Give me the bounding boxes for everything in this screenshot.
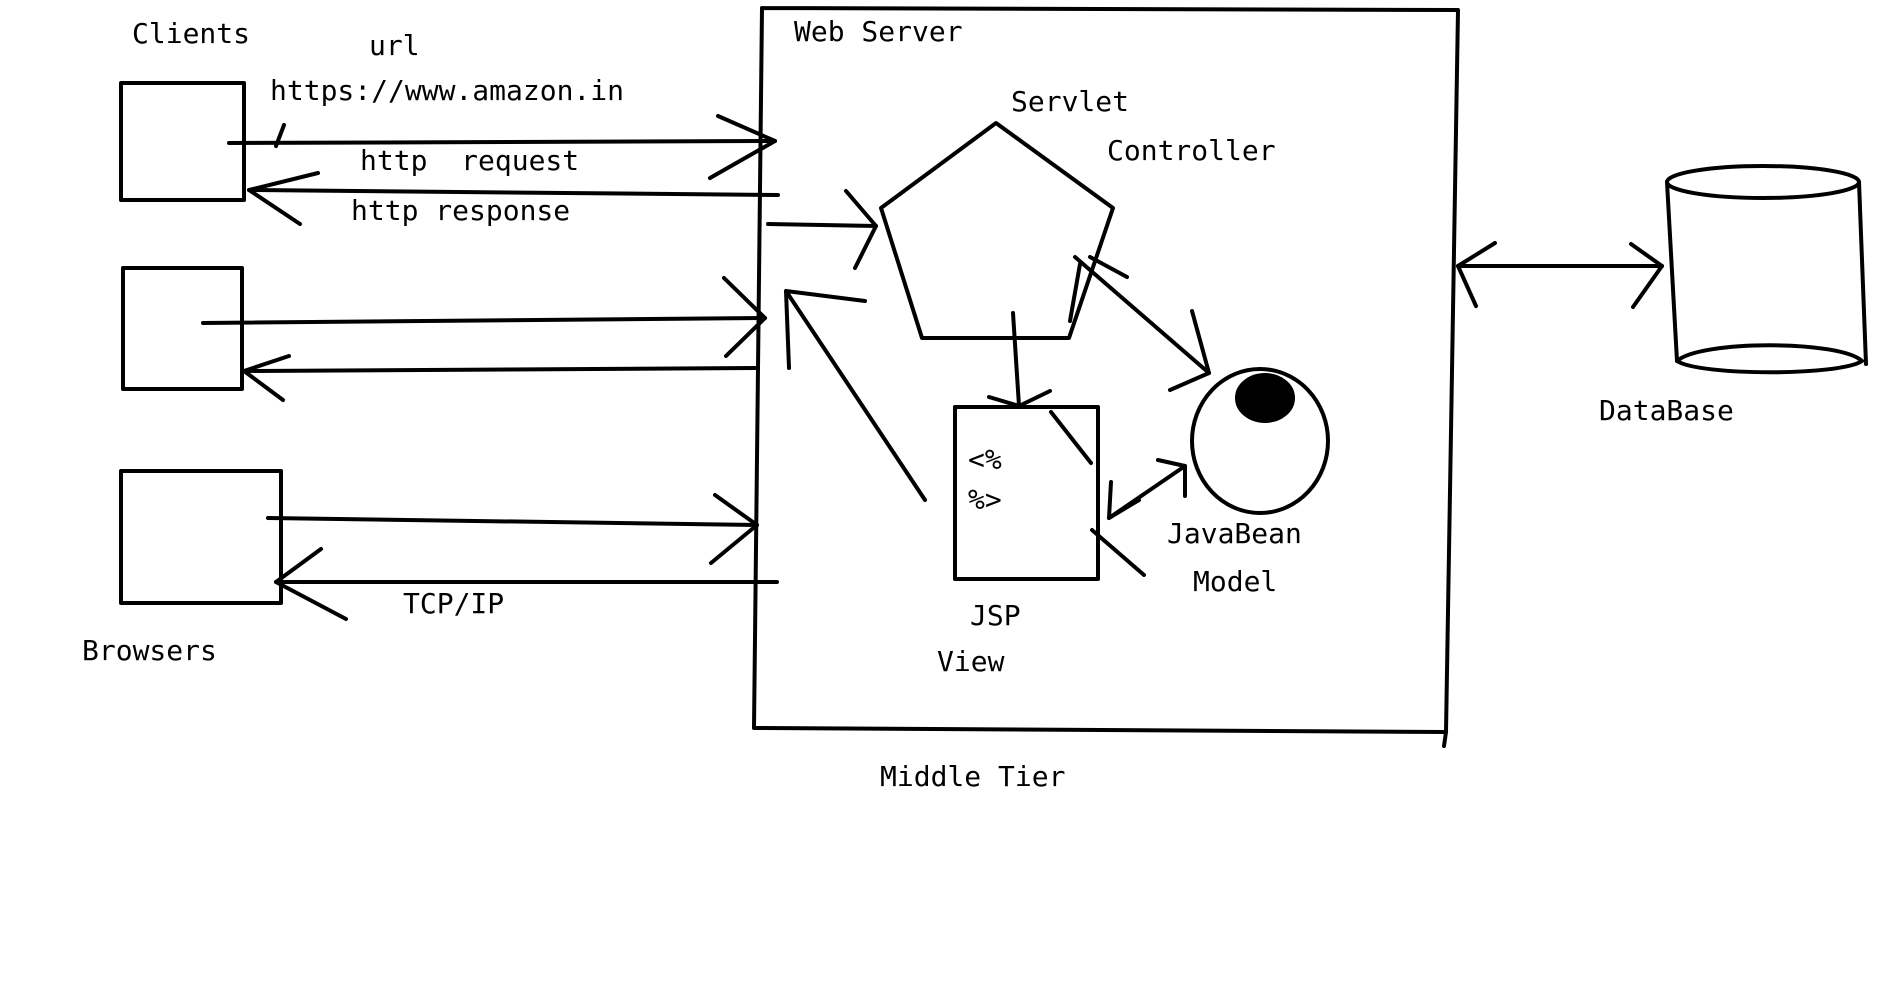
jsp-page-box [953,405,1100,581]
database-label: DataBase [1599,394,1734,427]
jsp-bean-arrowhead-left [1107,480,1141,520]
request-arrowhead-1 [708,114,777,180]
http-response-label: http response [351,194,571,227]
request-arrow-2 [201,316,767,325]
client-box-1 [119,81,246,202]
client-box-3 [119,469,283,605]
server-db-arrowhead-left [1456,241,1497,308]
database-cylinder-left [1665,180,1679,363]
jsp-tag-close: %> [968,483,1002,516]
jsp-tag-open: <% [968,443,1002,476]
database-cylinder-right [1857,180,1868,366]
view-label: View [937,645,1005,678]
url-slash-mark [274,123,286,148]
database-cylinder-bottom [1675,343,1864,375]
into-servlet-arrowhead [844,189,878,270]
response-arrow-2 [242,366,758,373]
servlet-to-bean-arrowhead [1168,309,1211,392]
request-arrowhead-2 [722,276,767,358]
jsp-to-server-arrow [784,289,927,502]
server-db-arrowhead-right [1629,242,1664,309]
browsers-label: Browsers [82,634,217,667]
into-servlet-arrow [766,222,878,228]
javabean-circle [1190,367,1330,515]
middle-tier-label: Middle Tier [880,760,1066,793]
web-server-label: Web Server [794,15,963,48]
url-value-label: https://www.amazon.in [270,74,625,107]
database-cylinder-top [1665,164,1861,200]
jsp-side-mark [1090,528,1146,577]
servlet-to-jsp-arrow [1011,311,1021,408]
response-arrowhead-1 [247,171,320,226]
http-request-label: http request [360,144,580,177]
response-arrowhead-2 [242,354,291,402]
clients-label: Clients [132,17,251,50]
javabean-dot-icon [1235,373,1295,423]
servlet-tick-1 [1088,255,1129,279]
web-server-box-corner [1442,730,1448,748]
jsp-fold-mark [1049,410,1093,465]
servlet-pentagon [879,121,1115,340]
request-arrowhead-3 [709,493,759,565]
model-label: Model [1193,565,1278,598]
response-arrow-1 [247,188,780,197]
controller-label: Controller [1107,134,1276,167]
servlet-label: Servlet [1011,85,1130,118]
servlet-tick-2 [1068,262,1082,323]
request-arrow-1 [227,139,777,145]
jsp-bean-arrowhead-right [1156,458,1187,498]
javabean-label: JavaBean [1167,517,1302,550]
response-arrowhead-3 [274,547,348,621]
url-label: url [369,29,420,62]
client-box-2 [121,266,244,391]
request-arrow-3 [266,516,759,527]
jsp-to-server-arrowhead [784,289,867,370]
tcp-ip-label: TCP/IP [403,587,505,620]
jsp-label: JSP [970,599,1021,632]
servlet-to-bean-arrow [1073,255,1211,375]
